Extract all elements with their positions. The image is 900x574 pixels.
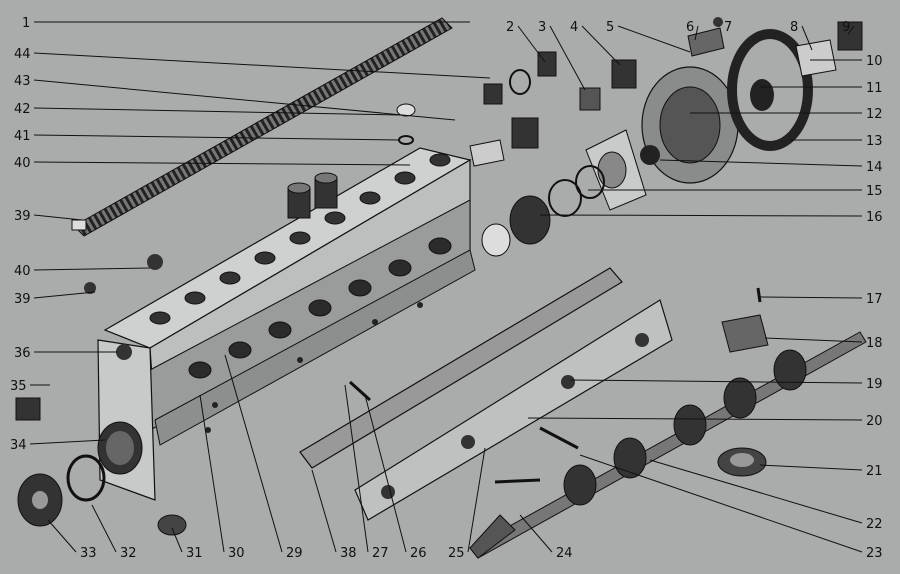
leader-line bbox=[517, 25, 546, 63]
leader-line bbox=[649, 459, 863, 524]
leader-line bbox=[91, 504, 117, 553]
leader-line bbox=[47, 519, 77, 553]
leader-line bbox=[759, 296, 863, 299]
leader-line bbox=[224, 354, 283, 553]
leader-line bbox=[694, 25, 699, 41]
leader-line bbox=[467, 447, 486, 553]
callout-label: 21 bbox=[866, 464, 883, 479]
leader-line bbox=[311, 469, 337, 553]
callout-label: 22 bbox=[866, 517, 883, 532]
callout-label: 36 bbox=[14, 346, 31, 361]
callout-label: 33 bbox=[80, 546, 97, 561]
small-fittings bbox=[396, 17, 863, 167]
callout-label: 10 bbox=[866, 54, 883, 69]
end-parts bbox=[15, 254, 187, 536]
callout-label: 26 bbox=[410, 546, 427, 561]
leader-line bbox=[581, 25, 621, 66]
leader-line bbox=[33, 52, 491, 79]
leader-line bbox=[33, 107, 401, 116]
callout-label: 8 bbox=[790, 20, 798, 35]
leader-line bbox=[569, 379, 863, 384]
callout-label: 38 bbox=[340, 546, 357, 561]
callout-label: 5 bbox=[606, 20, 614, 35]
callout-label: 34 bbox=[10, 438, 27, 453]
pump-housing bbox=[97, 147, 476, 501]
leader-line bbox=[617, 25, 691, 53]
leader-line bbox=[33, 291, 96, 299]
callout-label: 14 bbox=[866, 160, 883, 175]
callout-label: 42 bbox=[14, 102, 31, 117]
bolts bbox=[348, 287, 762, 484]
callout-label: 25 bbox=[448, 546, 465, 561]
callout-label: 40 bbox=[14, 156, 31, 171]
leader-line bbox=[579, 454, 863, 553]
callout-label: 15 bbox=[866, 184, 883, 199]
side-cover-plate bbox=[299, 267, 673, 521]
leader-line bbox=[549, 25, 586, 91]
callout-label: 13 bbox=[866, 134, 883, 149]
leader-line bbox=[519, 514, 553, 553]
callout-label: 35 bbox=[10, 379, 27, 394]
leader-line bbox=[33, 134, 399, 141]
callout-label: 12 bbox=[866, 107, 883, 122]
callout-label: 27 bbox=[372, 546, 389, 561]
leader-line bbox=[33, 161, 411, 166]
leader-line bbox=[344, 384, 369, 553]
callout-label: 20 bbox=[866, 414, 883, 429]
leader-line bbox=[527, 417, 863, 421]
callout-label: 39 bbox=[14, 209, 31, 224]
callout-label: 40 bbox=[14, 264, 31, 279]
callout-label: 41 bbox=[14, 129, 31, 144]
callout-label: 32 bbox=[120, 546, 137, 561]
leader-line bbox=[199, 394, 225, 553]
callout-label: 1 bbox=[22, 16, 30, 31]
callout-label: 11 bbox=[866, 81, 883, 96]
callout-label: 18 bbox=[866, 336, 883, 351]
callout-label: 6 bbox=[686, 20, 694, 35]
leader-line bbox=[539, 214, 863, 217]
leader-line bbox=[659, 159, 863, 167]
leader-line bbox=[364, 394, 407, 553]
callout-label: 2 bbox=[506, 20, 514, 35]
callout-label: 3 bbox=[538, 20, 546, 35]
callout-label: 23 bbox=[866, 546, 883, 561]
callout-label: 30 bbox=[228, 546, 245, 561]
callout-label: 7 bbox=[724, 20, 732, 35]
leader-line bbox=[33, 79, 456, 121]
leader-line bbox=[29, 439, 106, 445]
callout-label: 16 bbox=[866, 210, 883, 225]
callout-label: 29 bbox=[286, 546, 303, 561]
delivery-valve-holders bbox=[287, 172, 338, 219]
callout-label: 44 bbox=[14, 47, 31, 62]
callout-label: 24 bbox=[556, 546, 573, 561]
camshaft-bearing-caps bbox=[717, 314, 769, 477]
leader-line bbox=[801, 25, 813, 51]
callout-label: 9 bbox=[842, 20, 850, 35]
callout-label: 43 bbox=[14, 74, 31, 89]
leader-line bbox=[33, 267, 151, 271]
callout-label: 31 bbox=[186, 546, 203, 561]
leader-line bbox=[847, 25, 855, 35]
callout-label: 39 bbox=[14, 292, 31, 307]
leader-line bbox=[33, 214, 83, 221]
leader-line bbox=[764, 337, 863, 343]
flange-and-rings bbox=[481, 129, 647, 257]
camshaft bbox=[469, 331, 867, 559]
leader-line bbox=[759, 464, 863, 471]
callout-label: 17 bbox=[866, 292, 883, 307]
callout-label: 4 bbox=[570, 20, 578, 35]
callout-label: 19 bbox=[866, 377, 883, 392]
leader-line bbox=[171, 527, 183, 553]
drive-coupling bbox=[640, 29, 813, 184]
